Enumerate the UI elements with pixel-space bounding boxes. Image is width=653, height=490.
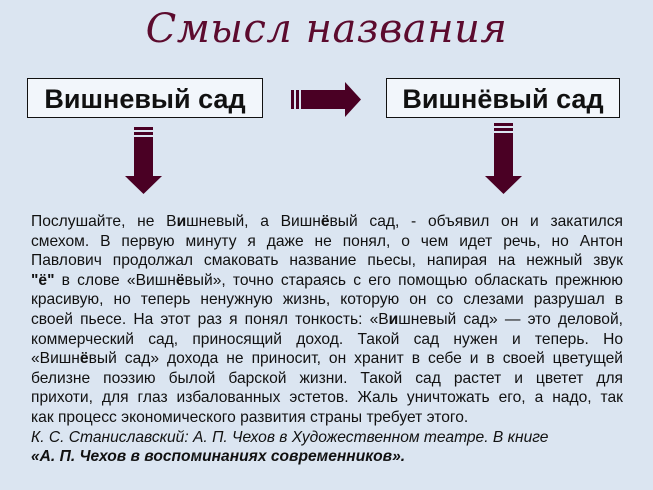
slide-title: Смысл названия — [145, 6, 508, 52]
text-segment: белизне поэзию былой барской жизни. Тако… — [31, 369, 623, 387]
text-segment: своей пьесе. На этот раз я понял тонкост… — [31, 310, 389, 328]
quote-line: своей пьесе. На этот раз я понял тонкост… — [31, 310, 623, 330]
text-segment: «Вишн — [31, 350, 80, 368]
text-segment: вый», точно стараясь с его помощью облас… — [184, 271, 623, 289]
text-segment: прихоти, для глаз избалованных эстетов. … — [31, 389, 623, 407]
text-segment: вый сад» дохода не приносит, он хранит в… — [88, 350, 623, 368]
quote-line: Послушайте, не Вишневый, а Вишнёвый сад,… — [31, 212, 623, 232]
emphasized-letter: ё — [79, 350, 89, 368]
down-arrow-right-icon — [485, 123, 522, 194]
text-segment: как процесс экономического развития стра… — [31, 408, 469, 426]
text-segment: шневый, а Вишн — [186, 213, 321, 230]
book-title: «А. П. Чехов в воспоминаниях современник… — [31, 448, 406, 466]
quote-line: как процесс экономического развития стра… — [31, 408, 623, 428]
text-segment: вый сад, - объявил он и закатился — [329, 213, 623, 230]
quote-line: белизне поэзию былой барской жизни. Тако… — [31, 369, 623, 389]
box-vishnyovy: Вишнёвый сад — [386, 78, 620, 118]
text-segment: смехом. В первую минуту я даже не понял,… — [31, 232, 623, 250]
emphasized-letter: и — [388, 310, 399, 328]
quote-text: Послушайте, не Вишневый, а Вишнёвый сад,… — [31, 212, 623, 467]
box-vishnevy: Вишневый сад — [27, 78, 263, 118]
emphasized-letter: ё — [175, 271, 185, 289]
text-segment: шневый сад» — это деловой, — [398, 310, 623, 328]
right-arrow-icon — [291, 82, 361, 117]
quote-source: К. С. Станиславский: А. П. Чехов в Худож… — [31, 428, 549, 446]
emphasized-letter: "ё" — [31, 271, 55, 289]
down-arrow-left-icon — [125, 127, 162, 194]
quote-line: красивую, но теперь ненужную жизнь, кото… — [31, 290, 623, 310]
quote-line: коммерческий сад, приносящий доход. Тако… — [31, 330, 623, 350]
text-segment: Послушайте, не В — [31, 213, 177, 230]
quote-line: «Вишнёвый сад» дохода не приносит, он хр… — [31, 349, 623, 369]
quote-line: прихоти, для глаз избалованных эстетов. … — [31, 388, 623, 408]
quote-line: смехом. В первую минуту я даже не понял,… — [31, 232, 623, 252]
quote-line: Павлович продолжал смаковать название пь… — [31, 251, 623, 271]
text-segment: красивую, но теперь ненужную жизнь, кото… — [31, 291, 623, 309]
emphasized-letter: ё — [320, 213, 330, 230]
text-segment: коммерческий сад, приносящий доход. Тако… — [31, 330, 623, 348]
quote-line: "ё" в слове «Вишнёвый», точно стараясь с… — [31, 271, 623, 291]
emphasized-letter: и — [176, 213, 187, 230]
text-segment: в слове «Вишн — [54, 271, 176, 289]
text-segment: Павлович продолжал смаковать название пь… — [31, 252, 623, 270]
